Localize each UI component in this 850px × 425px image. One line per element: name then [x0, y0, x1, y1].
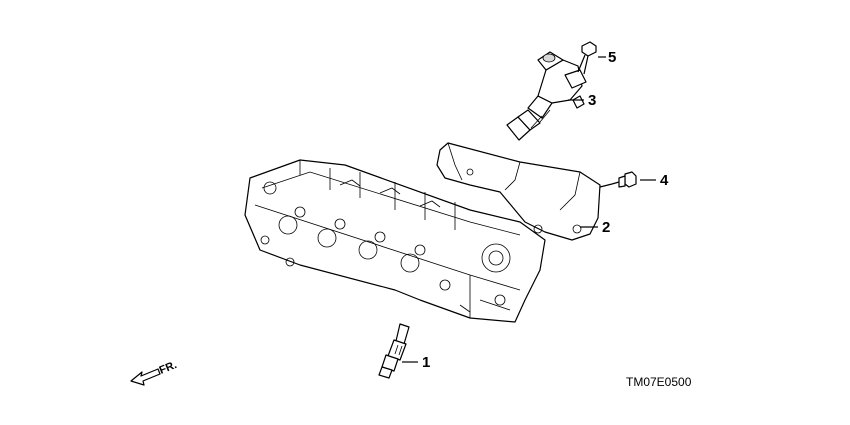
- callout-5: 5: [608, 49, 616, 66]
- diagram-code: TM07E0500: [626, 375, 692, 389]
- ignition-coil-cover: [436, 142, 601, 241]
- ignition-coil: [506, 51, 587, 141]
- front-indicator: FR.: [158, 359, 179, 377]
- callout-3: 3: [588, 92, 596, 109]
- callout-4: 4: [660, 172, 669, 189]
- front-direction-arrow-icon: [130, 368, 161, 386]
- bolt-coil: [581, 41, 597, 75]
- leader-lines: [402, 56, 656, 363]
- spark-plug: [378, 323, 410, 379]
- callout-1: 1: [422, 354, 430, 371]
- callout-2: 2: [602, 219, 610, 236]
- cylinder-head: [244, 159, 546, 323]
- bolt-cover: [611, 171, 637, 188]
